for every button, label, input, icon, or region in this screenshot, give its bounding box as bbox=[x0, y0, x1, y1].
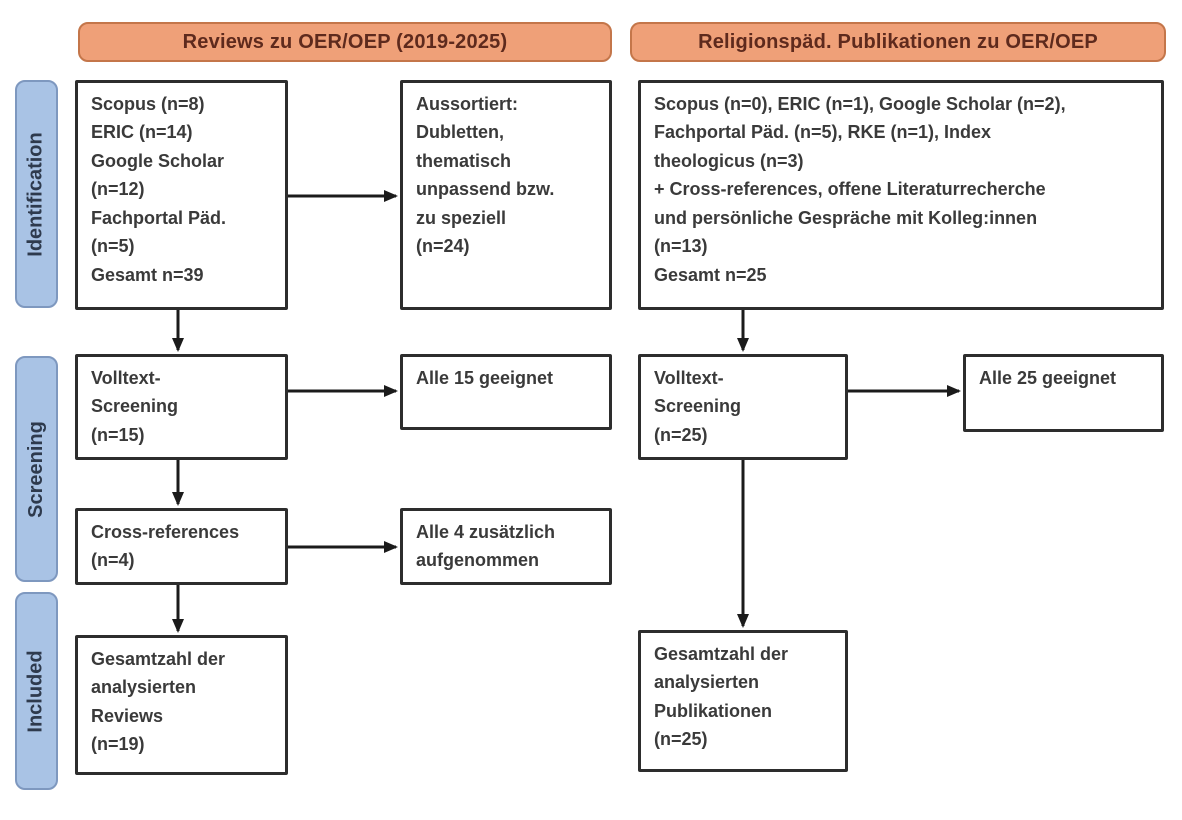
box-sources-reviews: Scopus (n=8) ERIC (n=14) Google Scholar … bbox=[75, 80, 288, 310]
box-excluded-reviews: Aussortiert: Dubletten, thematisch unpas… bbox=[400, 80, 612, 310]
box-total-reviews: Gesamtzahl der analysierten Reviews (n=1… bbox=[75, 635, 288, 775]
box-fulltext-screening-publications: Volltext- Screening (n=25) bbox=[638, 354, 848, 460]
stage-label-identification: Identification bbox=[15, 80, 58, 308]
box-sources-publications: Scopus (n=0), ERIC (n=1), Google Scholar… bbox=[638, 80, 1164, 310]
stage-text-screening: Screening bbox=[25, 420, 48, 518]
box-result-fulltext-publications: Alle 25 geeignet bbox=[963, 354, 1164, 432]
stage-text-identification: Identification bbox=[25, 131, 48, 257]
column-header-reviews: Reviews zu OER/OEP (2019-2025) bbox=[78, 22, 612, 62]
stage-label-screening: Screening bbox=[15, 356, 58, 582]
box-total-publications: Gesamtzahl der analysierten Publikatione… bbox=[638, 630, 848, 772]
stage-label-included: Included bbox=[15, 592, 58, 790]
box-cross-references: Cross-references (n=4) bbox=[75, 508, 288, 585]
column-header-religionspaed: Religionspäd. Publikationen zu OER/OEP bbox=[630, 22, 1166, 62]
box-result-fulltext-reviews: Alle 15 geeignet bbox=[400, 354, 612, 430]
box-result-cross-references: Alle 4 zusätzlich aufgenommen bbox=[400, 508, 612, 585]
box-fulltext-screening-reviews: Volltext- Screening (n=15) bbox=[75, 354, 288, 460]
stage-text-included: Included bbox=[25, 649, 48, 733]
